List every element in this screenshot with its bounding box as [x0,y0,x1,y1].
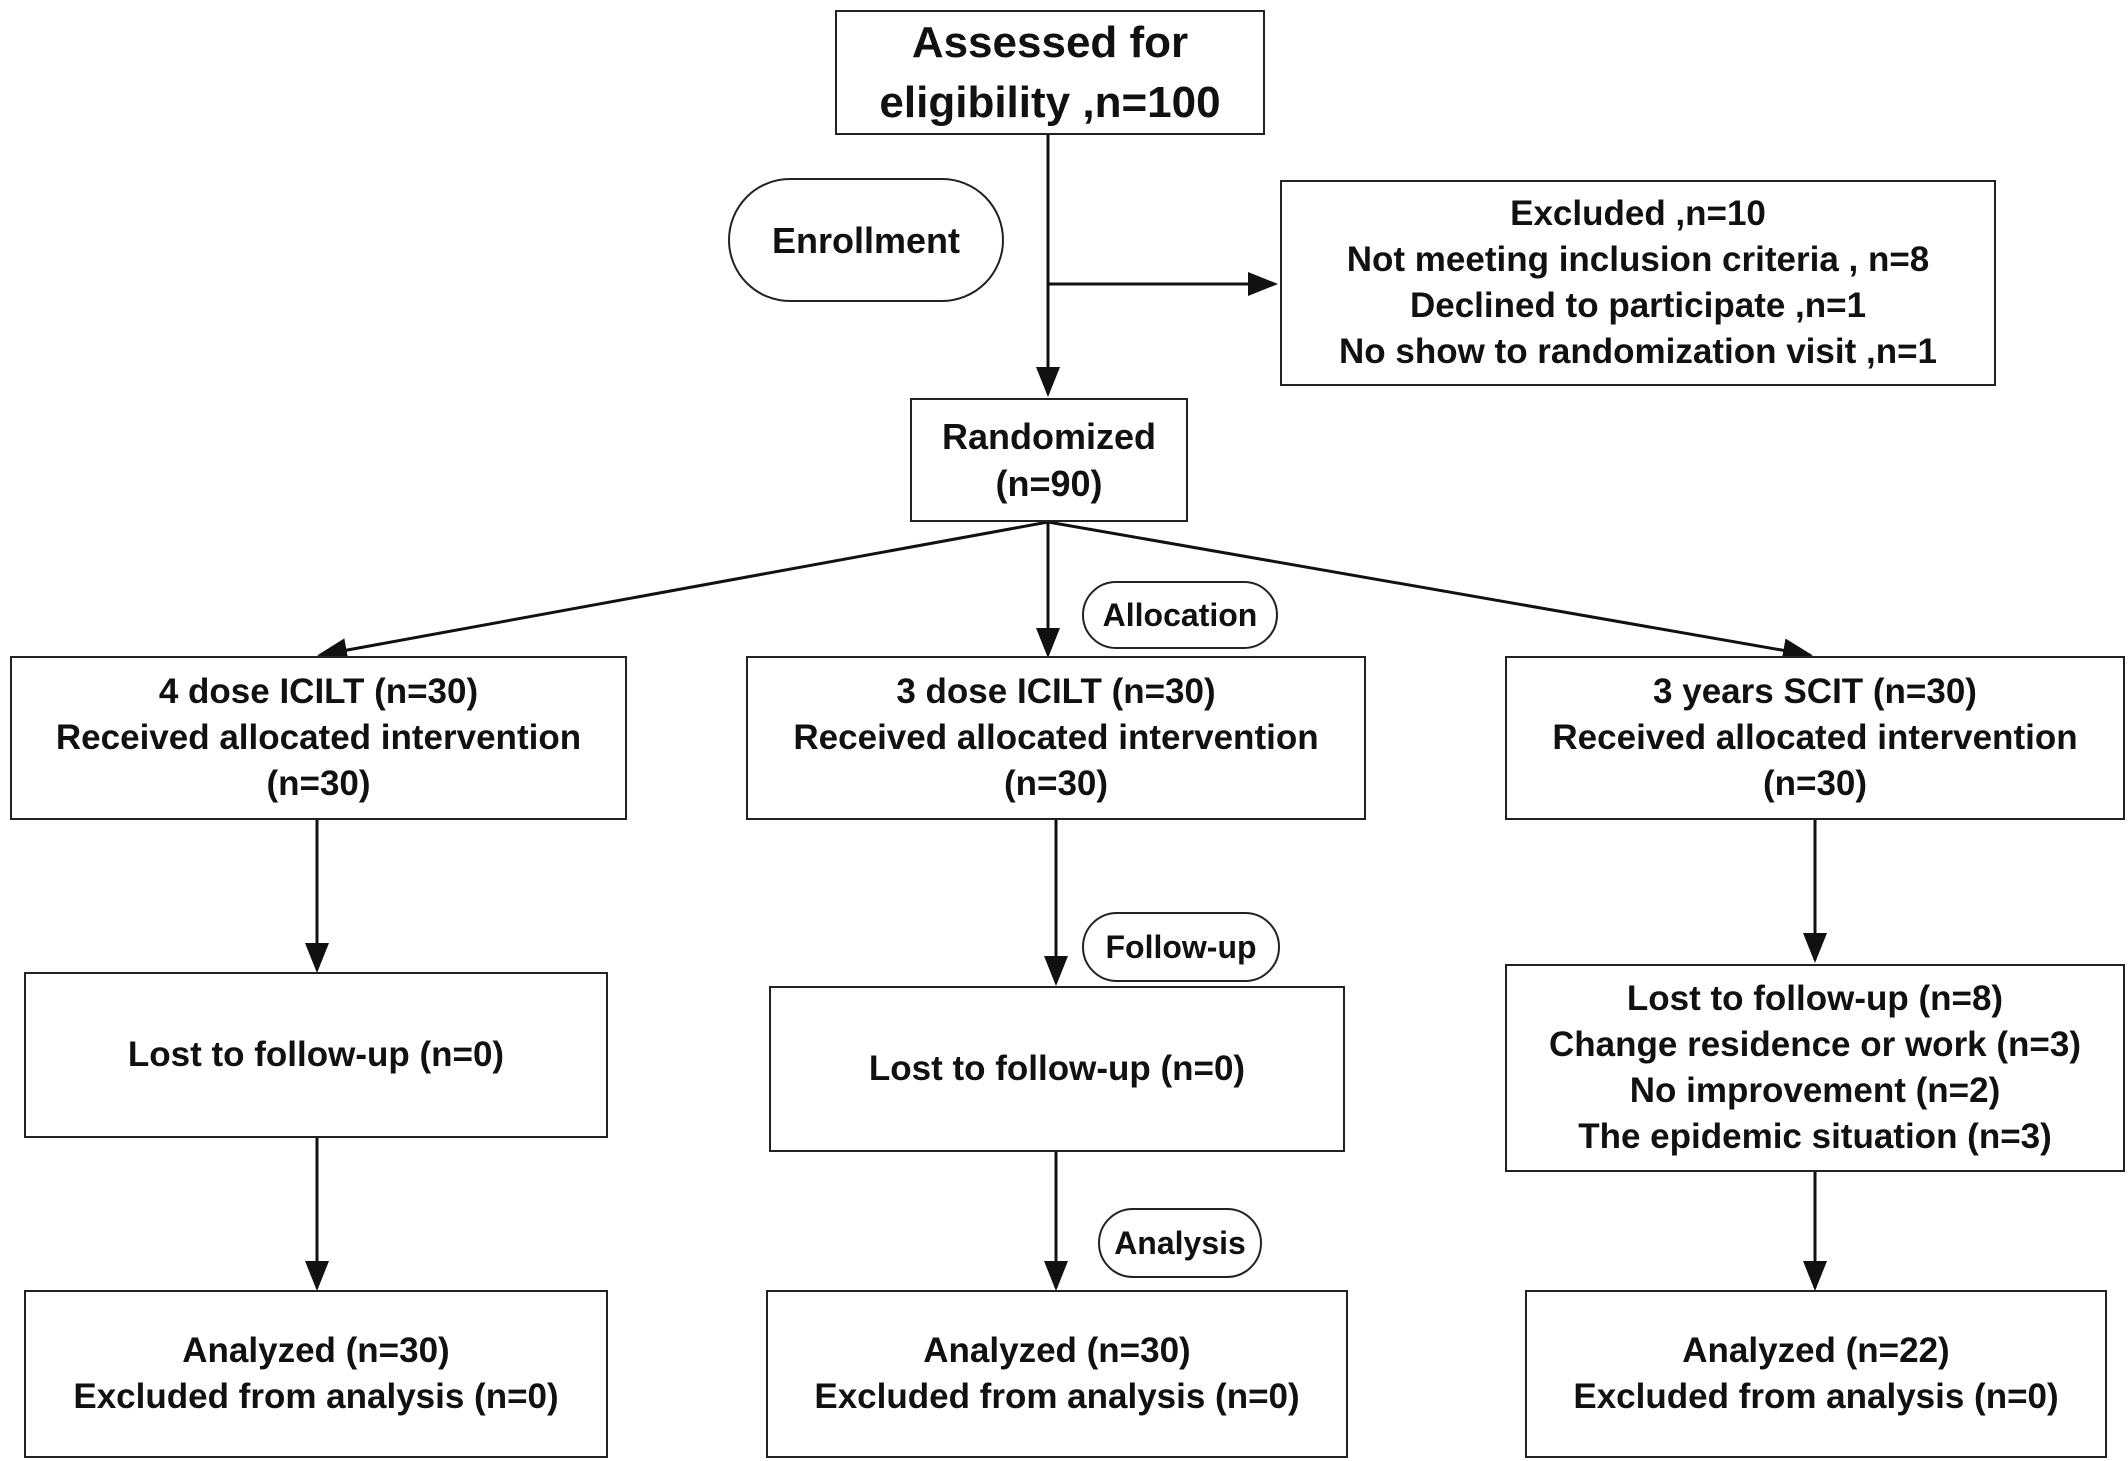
stage-analysis: Analysis [1098,1208,1262,1278]
arm2-allocation-line: (n=30) [1003,764,1109,803]
excluded-box: Excluded ,n=10 Not meeting inclusion cri… [1280,180,1996,386]
arm2-analysis-line: Analyzed (n=30) [923,1331,1191,1370]
arm3-allocation-line: Received allocated intervention [1552,718,2078,757]
arm1-follow-up-box: Lost to follow-up (n=0) [24,972,608,1138]
arm1-analysis-line: Analyzed (n=30) [182,1331,450,1370]
arm3-allocation-box: 3 years SCIT (n=30) Received allocated i… [1505,656,2125,820]
arm3-allocation-line: (n=30) [1762,764,1868,803]
arrow-randomized-to-arm3 [1047,520,1813,663]
arm3-follow-up-box: Lost to follow-up (n=8) Change residence… [1505,964,2125,1172]
assessed-box: Assessed for eligibility ,n=100 [835,10,1265,135]
arm2-analysis-box: Analyzed (n=30) Excluded from analysis (… [766,1290,1348,1458]
arm3-analysis-box: Analyzed (n=22) Excluded from analysis (… [1525,1290,2107,1458]
arm2-analysis-line: Excluded from analysis (n=0) [814,1377,1300,1416]
arrow-randomized-to-arm1 [317,520,1049,662]
randomized-box: Randomized (n=90) [910,398,1188,522]
arm1-allocation-box: 4 dose ICILT (n=30) Received allocated i… [10,656,627,820]
arm3-follow-up-line: Change residence or work (n=3) [1549,1025,2081,1064]
arm1-analysis-box: Analyzed (n=30) Excluded from analysis (… [24,1290,608,1458]
arm2-allocation-line: 3 dose ICILT (n=30) [896,672,1216,711]
arm3-analysis-line: Excluded from analysis (n=0) [1573,1377,2059,1416]
arm3-follow-up-line: The epidemic situation (n=3) [1578,1117,2052,1156]
randomized-line-1: Randomized [941,416,1156,457]
randomized-line-2: (n=90) [995,463,1103,504]
arm2-allocation-box: 3 dose ICILT (n=30) Received allocated i… [746,656,1366,820]
arm1-analysis-line: Excluded from analysis (n=0) [73,1377,559,1416]
stage-enrollment: Enrollment [728,178,1004,302]
arm3-allocation-line: 3 years SCIT (n=30) [1653,672,1977,711]
arm1-allocation-line: (n=30) [266,764,371,803]
stage-follow-up: Follow-up [1082,912,1280,982]
excluded-line: Declined to participate ,n=1 [1409,286,1867,325]
assessed-line-2: eligibility ,n=100 [879,77,1221,127]
excluded-line: Not meeting inclusion criteria , n=8 [1346,240,1930,279]
excluded-line: Excluded ,n=10 [1510,194,1766,233]
arm3-follow-up-line: Lost to follow-up (n=8) [1626,979,2004,1018]
arm1-allocation-line: 4 dose ICILT (n=30) [158,672,479,711]
arm3-follow-up-line: No improvement (n=2) [1629,1071,2001,1110]
arm1-allocation-line: Received allocated intervention [55,718,582,757]
assessed-line-1: Assessed for [911,17,1189,67]
stage-allocation: Allocation [1082,581,1278,649]
arm2-follow-up-box: Lost to follow-up (n=0) [769,986,1345,1152]
arm1-follow-up-line: Lost to follow-up (n=0) [127,1035,505,1074]
arm3-analysis-line: Analyzed (n=22) [1682,1331,1950,1370]
arm2-follow-up-line: Lost to follow-up (n=0) [868,1049,1246,1088]
arm2-allocation-line: Received allocated intervention [793,718,1319,757]
excluded-line: No show to randomization visit ,n=1 [1339,332,1937,371]
